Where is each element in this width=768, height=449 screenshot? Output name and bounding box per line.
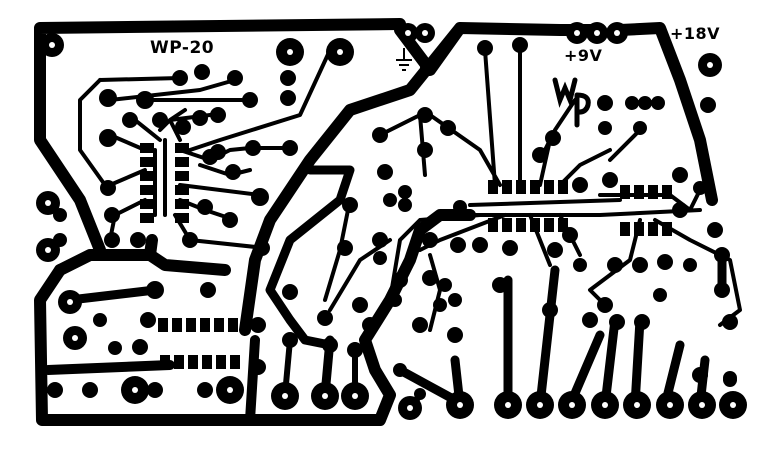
board-title: WP-20 [150,38,215,58]
label-plus-18v: +18V [670,24,721,43]
wp-logo-icon [552,77,591,128]
ic-pads [140,143,672,369]
round-pads [36,22,747,420]
ground-icon [396,48,412,71]
drill-holes [45,30,736,411]
label-plus-9v: +9V [564,46,603,65]
